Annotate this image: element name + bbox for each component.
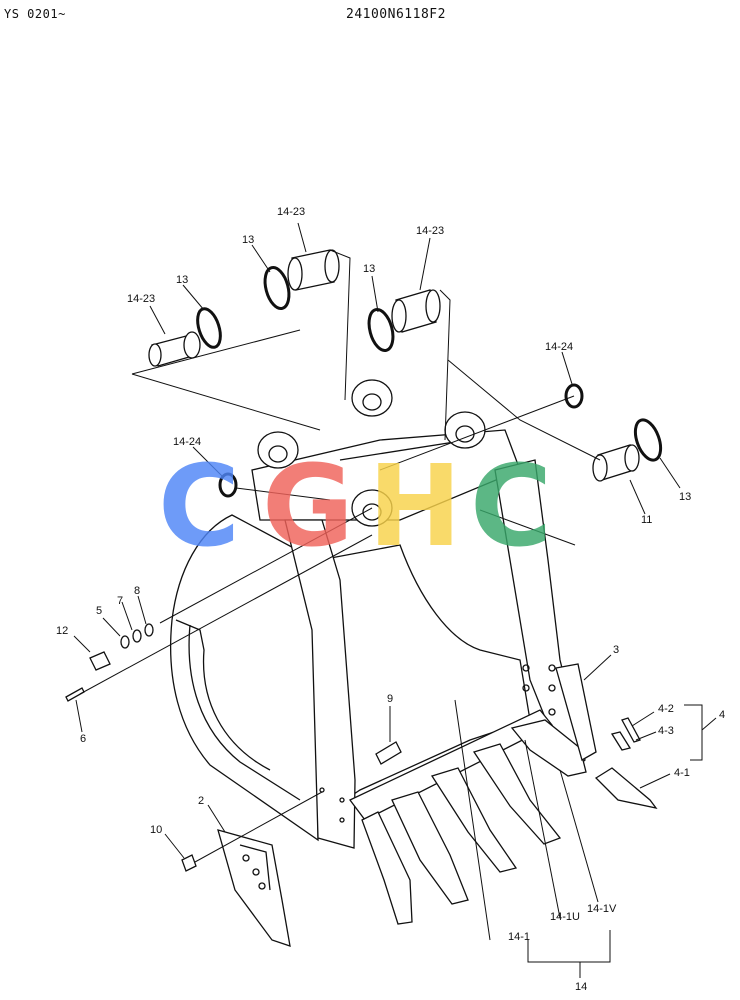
nut-10 <box>181 854 197 872</box>
callout-4-1: 4-1 <box>674 767 690 779</box>
tooth-1 <box>361 811 413 925</box>
callout-13-right: 13 <box>679 491 691 503</box>
serial-range-label: YS 0201~ <box>4 7 66 21</box>
callout-4-3: 4-3 <box>658 725 674 737</box>
watermark-letter-g: G <box>262 442 354 572</box>
leader-lines <box>73 222 717 978</box>
watermark-letter-c2: C <box>470 442 552 572</box>
shims <box>218 383 584 498</box>
tooth-lock <box>610 731 632 751</box>
callout-4: 4 <box>719 709 725 721</box>
bushings <box>148 249 640 482</box>
tooth-5 <box>510 719 587 777</box>
callout-5: 5 <box>96 605 102 617</box>
callout-14-24-right: 14-24 <box>545 341 573 353</box>
callout-7: 7 <box>117 595 123 607</box>
callout-13-mid: 13 <box>363 263 375 275</box>
watermark-logo: C G H C <box>158 442 552 572</box>
watermark-letter-h: H <box>368 442 462 572</box>
hardware <box>65 623 402 872</box>
callout-14: 14 <box>575 981 587 993</box>
tooth-point <box>594 767 658 809</box>
side-plate <box>555 663 597 761</box>
callout-14-24-left: 14-24 <box>173 436 201 448</box>
drawing-number: 24100N6118F2 <box>346 7 446 22</box>
callout-11: 11 <box>641 514 652 526</box>
bucket-teeth <box>361 719 587 925</box>
watermark-letter-c1: C <box>158 442 240 572</box>
tooth-3 <box>430 767 518 873</box>
bucket-body <box>169 379 586 849</box>
callout-8: 8 <box>134 585 140 597</box>
callout-14-23-top: 14-23 <box>277 206 305 218</box>
callout-14-23-left: 14-23 <box>127 293 155 305</box>
tooth-2 <box>391 791 469 905</box>
tooth-pin <box>621 717 641 743</box>
bolt-12 <box>89 651 111 671</box>
callout-12: 12 <box>56 625 68 637</box>
callout-2: 2 <box>198 795 204 807</box>
tooth-4 <box>472 743 562 845</box>
callout-4-2: 4-2 <box>658 703 674 715</box>
callout-14-1V: 14-1V <box>587 903 617 915</box>
callout-labels: 14-23 14-23 14-23 13 13 13 13 14-24 14-2… <box>56 206 725 993</box>
callout-14-23-mid: 14-23 <box>416 225 444 237</box>
pin-6 <box>65 687 85 702</box>
side-cutter <box>217 829 291 947</box>
callout-3: 3 <box>613 644 619 656</box>
callout-13-left: 13 <box>176 274 188 286</box>
bolt-9 <box>375 741 402 765</box>
callout-9: 9 <box>387 693 393 705</box>
callout-14-1: 14-1 <box>508 931 530 943</box>
callout-10: 10 <box>150 824 162 836</box>
tooth-set <box>594 717 658 809</box>
callout-14-1U: 14-1U <box>550 911 580 923</box>
callout-6: 6 <box>80 733 86 745</box>
callout-13-top: 13 <box>242 234 254 246</box>
